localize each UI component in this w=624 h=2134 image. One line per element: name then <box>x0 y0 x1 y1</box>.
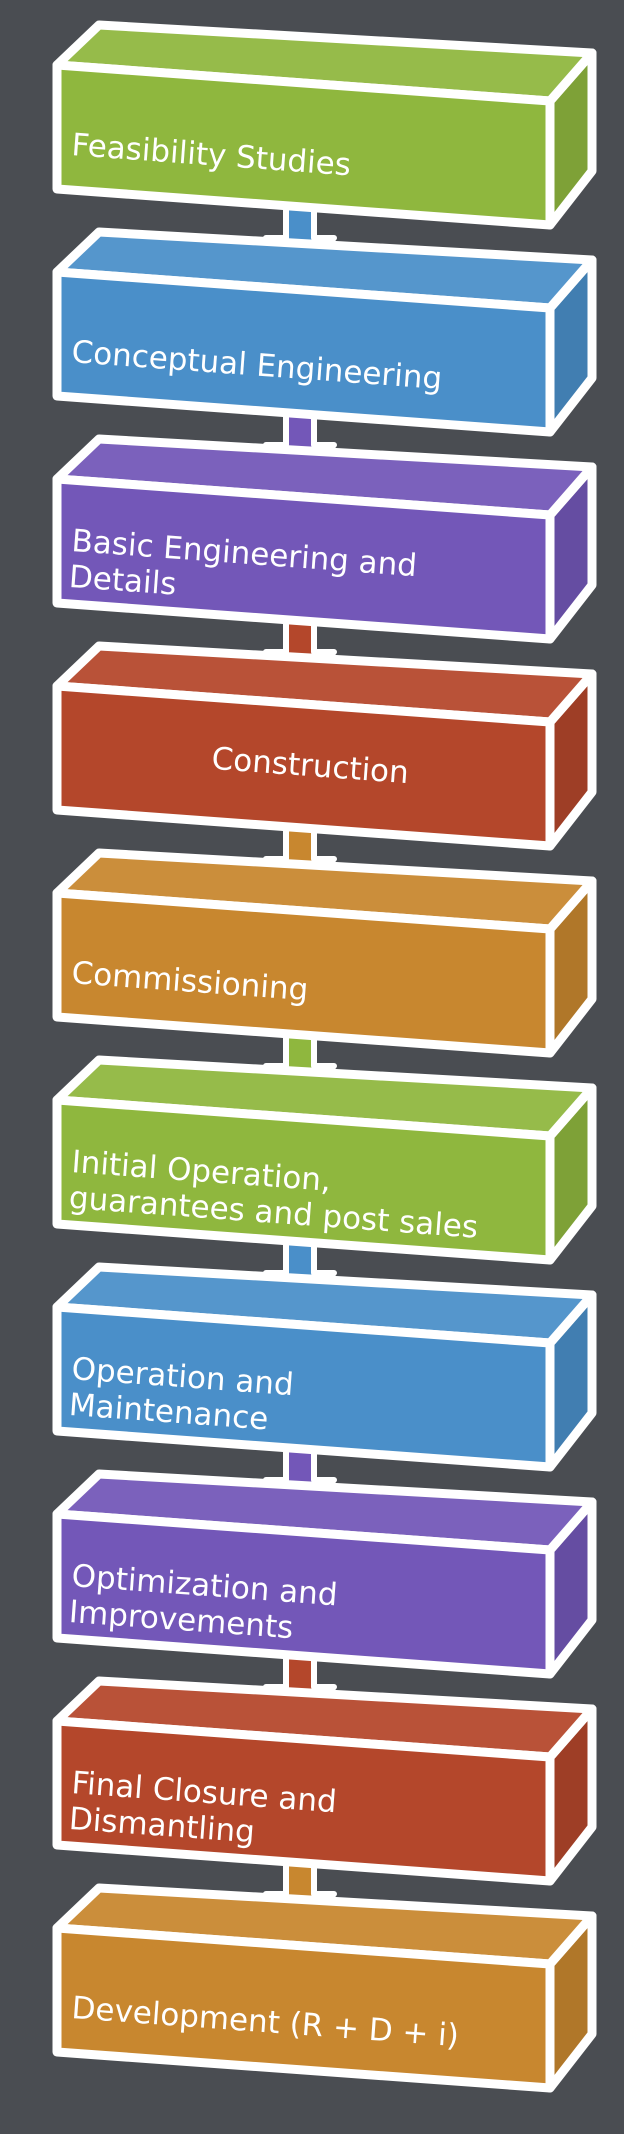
stage-block-5: Commissioning <box>52 848 597 1058</box>
stage-front-face <box>52 267 555 437</box>
stage-front-face <box>52 1509 555 1679</box>
stage-front-face <box>52 681 555 851</box>
stage-block-3: Basic Engineering andDetails <box>52 434 597 644</box>
stage-front-face <box>52 60 555 230</box>
stage-front-face <box>52 1302 555 1472</box>
stage-front-face <box>52 1923 555 2093</box>
stage-front-face <box>52 1095 555 1265</box>
stage-block-8: Optimization andImprovements <box>52 1469 597 1679</box>
stage-label: Final Closure andDismantling <box>68 1765 338 1856</box>
stage-block-2: Conceptual Engineering <box>52 227 597 437</box>
stage-front-face <box>52 474 555 644</box>
stage-front-face <box>52 888 555 1058</box>
stage-block-7: Operation andMaintenance <box>52 1262 597 1472</box>
stage-block-1: Feasibility Studies <box>52 20 597 230</box>
stage-block-6: Initial Operation,guarantees and post sa… <box>52 1055 597 1265</box>
stage-front-face <box>52 1716 555 1886</box>
stage-block-10: Development (R + D + i) <box>52 1883 597 2093</box>
stage-block-4: Construction <box>52 641 597 851</box>
stage-block-9: Final Closure andDismantling <box>52 1676 597 1886</box>
stage-label-line: Details <box>68 559 178 603</box>
